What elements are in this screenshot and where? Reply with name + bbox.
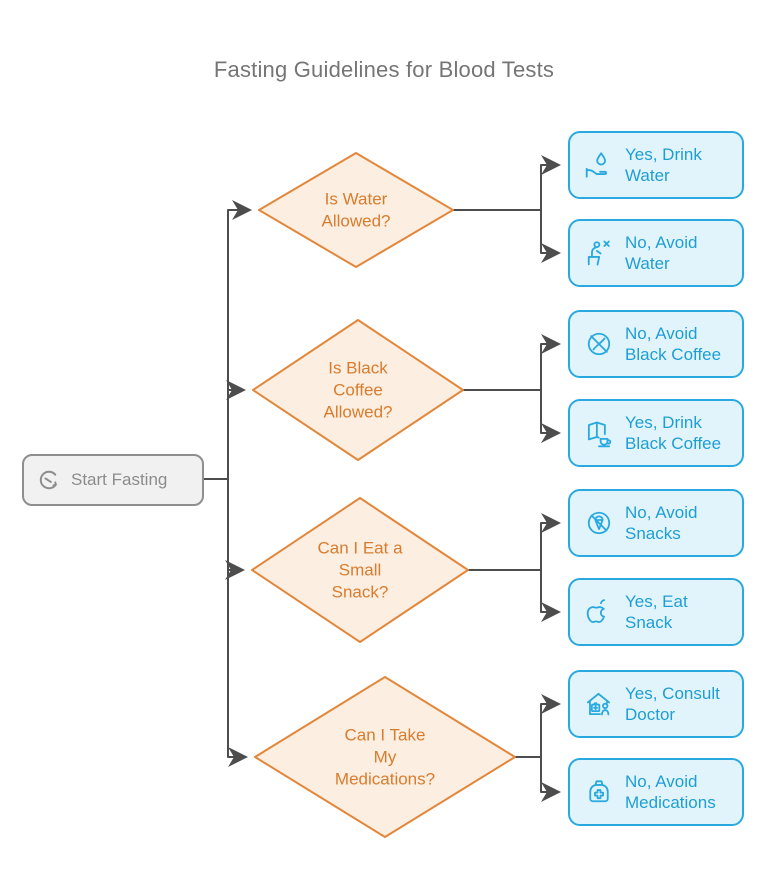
outcome-no-avoid-black-coffee: No, Avoid Black Coffee xyxy=(568,310,744,378)
outcome-label: Yes, Drink Black Coffee xyxy=(625,412,722,453)
decision-shape-coffee xyxy=(252,319,464,461)
decision-shape-water xyxy=(258,152,454,268)
outcome-no-avoid-medications: No, Avoid Medications xyxy=(568,758,744,826)
outcome-yes-drink-black-coffee: Yes, Drink Black Coffee xyxy=(568,399,744,467)
start-node: Start Fasting xyxy=(22,454,204,506)
outcome-label: No, Avoid Medications xyxy=(625,771,716,812)
diagram-title: Fasting Guidelines for Blood Tests xyxy=(213,57,555,82)
reset-clock-icon xyxy=(39,470,57,490)
no-drinking-person-icon xyxy=(587,240,610,266)
medicine-bag-icon xyxy=(589,780,609,803)
menu-coffee-cup-icon xyxy=(587,421,612,448)
decision-shape-snack xyxy=(251,497,469,643)
outcome-label: No, Avoid Black Coffee xyxy=(625,323,722,364)
start-label: Start Fasting xyxy=(71,470,168,489)
outcome-yes-drink-water: Yes, Drink Water xyxy=(568,131,744,199)
outcome-no-avoid-snacks: No, Avoid Snacks xyxy=(568,489,744,557)
outcome-label: No, Avoid Snacks xyxy=(625,502,698,543)
decision-shapes xyxy=(251,152,516,838)
decision-shape-medications xyxy=(254,676,516,838)
edges xyxy=(204,155,561,802)
outcome-label: Yes, Consult Doctor xyxy=(625,683,720,724)
outcome-label: Yes, Drink Water xyxy=(625,144,702,185)
medical-clinic-icon xyxy=(586,692,611,716)
outcome-no-avoid-water: No, Avoid Water xyxy=(568,219,744,287)
no-ice-cream-icon xyxy=(587,511,611,535)
outcome-label: Yes, Eat Snack xyxy=(625,591,688,632)
outcome-label: No, Avoid Water xyxy=(625,232,698,273)
outcome-yes-eat-snack: Yes, Eat Snack xyxy=(568,578,744,646)
apple-icon xyxy=(586,599,606,623)
hand-water-drop-icon xyxy=(585,152,607,178)
outcome-yes-consult-doctor: Yes, Consult Doctor xyxy=(568,670,744,738)
no-coffee-bean-icon xyxy=(587,332,611,356)
